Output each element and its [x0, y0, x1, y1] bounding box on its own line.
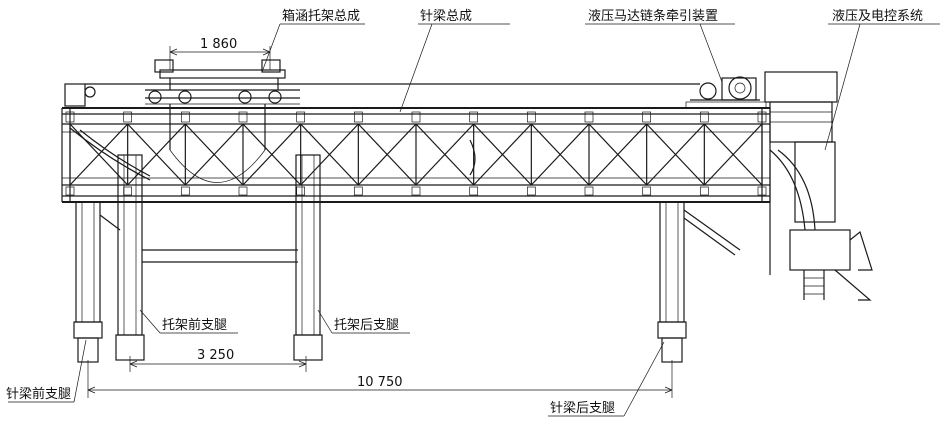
dim-overall-span: 10 750: [357, 375, 403, 390]
dim-top-width: 1 860: [200, 37, 237, 52]
label-needle-beam-rear-leg: 针梁后支腿: [550, 401, 615, 416]
dim-tray-leg-span: 3 250: [197, 348, 234, 363]
tray-rear-leg: [293, 154, 323, 361]
needle-beam-front-leg: [73, 201, 121, 363]
box-culvert-tray: [64, 59, 700, 183]
label-tray-assembly: 箱涵托架总成: [282, 8, 360, 24]
needle-beam-truss: [61, 107, 771, 203]
hydraulic-chain-drive: [685, 76, 767, 109]
dimension-overall: [87, 360, 673, 398]
hydraulic-control-station: [764, 71, 873, 301]
tray-front-leg: [115, 154, 298, 361]
dimension-tray-span: [129, 356, 307, 372]
label-tray-rear-leg: 托架后支腿: [334, 318, 399, 333]
label-hydraulic-electric-system: 液压及电控系统: [832, 9, 923, 24]
label-tray-front-leg: 托架前支腿: [162, 317, 227, 333]
needle-beam-rear-leg: [657, 201, 741, 363]
leader-lines: [8, 23, 940, 417]
label-needle-beam-front-leg: 针梁前支腿: [6, 386, 71, 402]
label-hydraulic-chain-drive: 液压马达链条牵引装置: [588, 8, 718, 24]
label-needle-beam-assembly: 针梁总成: [420, 9, 472, 24]
